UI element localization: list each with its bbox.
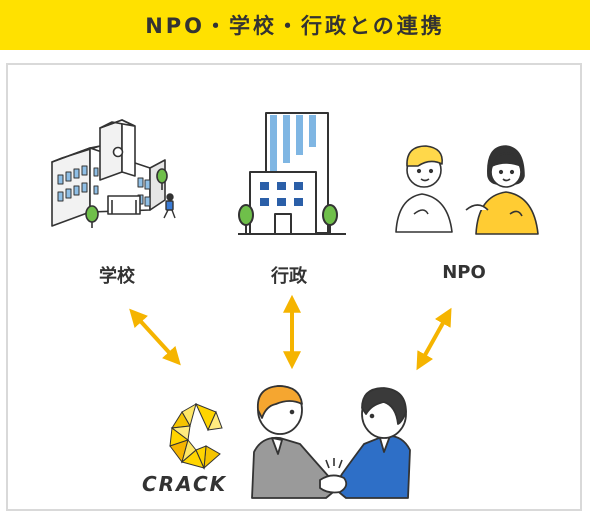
node-label-npo: NPO xyxy=(442,262,486,283)
node-label-government: 行政 xyxy=(271,266,307,287)
node-label-school: 学校 xyxy=(99,266,135,287)
crack-logo-text: CRACK xyxy=(142,472,228,496)
arrow-npo-icon xyxy=(416,307,452,371)
arrow-school-icon xyxy=(129,308,181,366)
header-banner: NPO・学校・行政との連携 xyxy=(0,0,590,50)
page-title: NPO・学校・行政との連携 xyxy=(145,14,445,38)
